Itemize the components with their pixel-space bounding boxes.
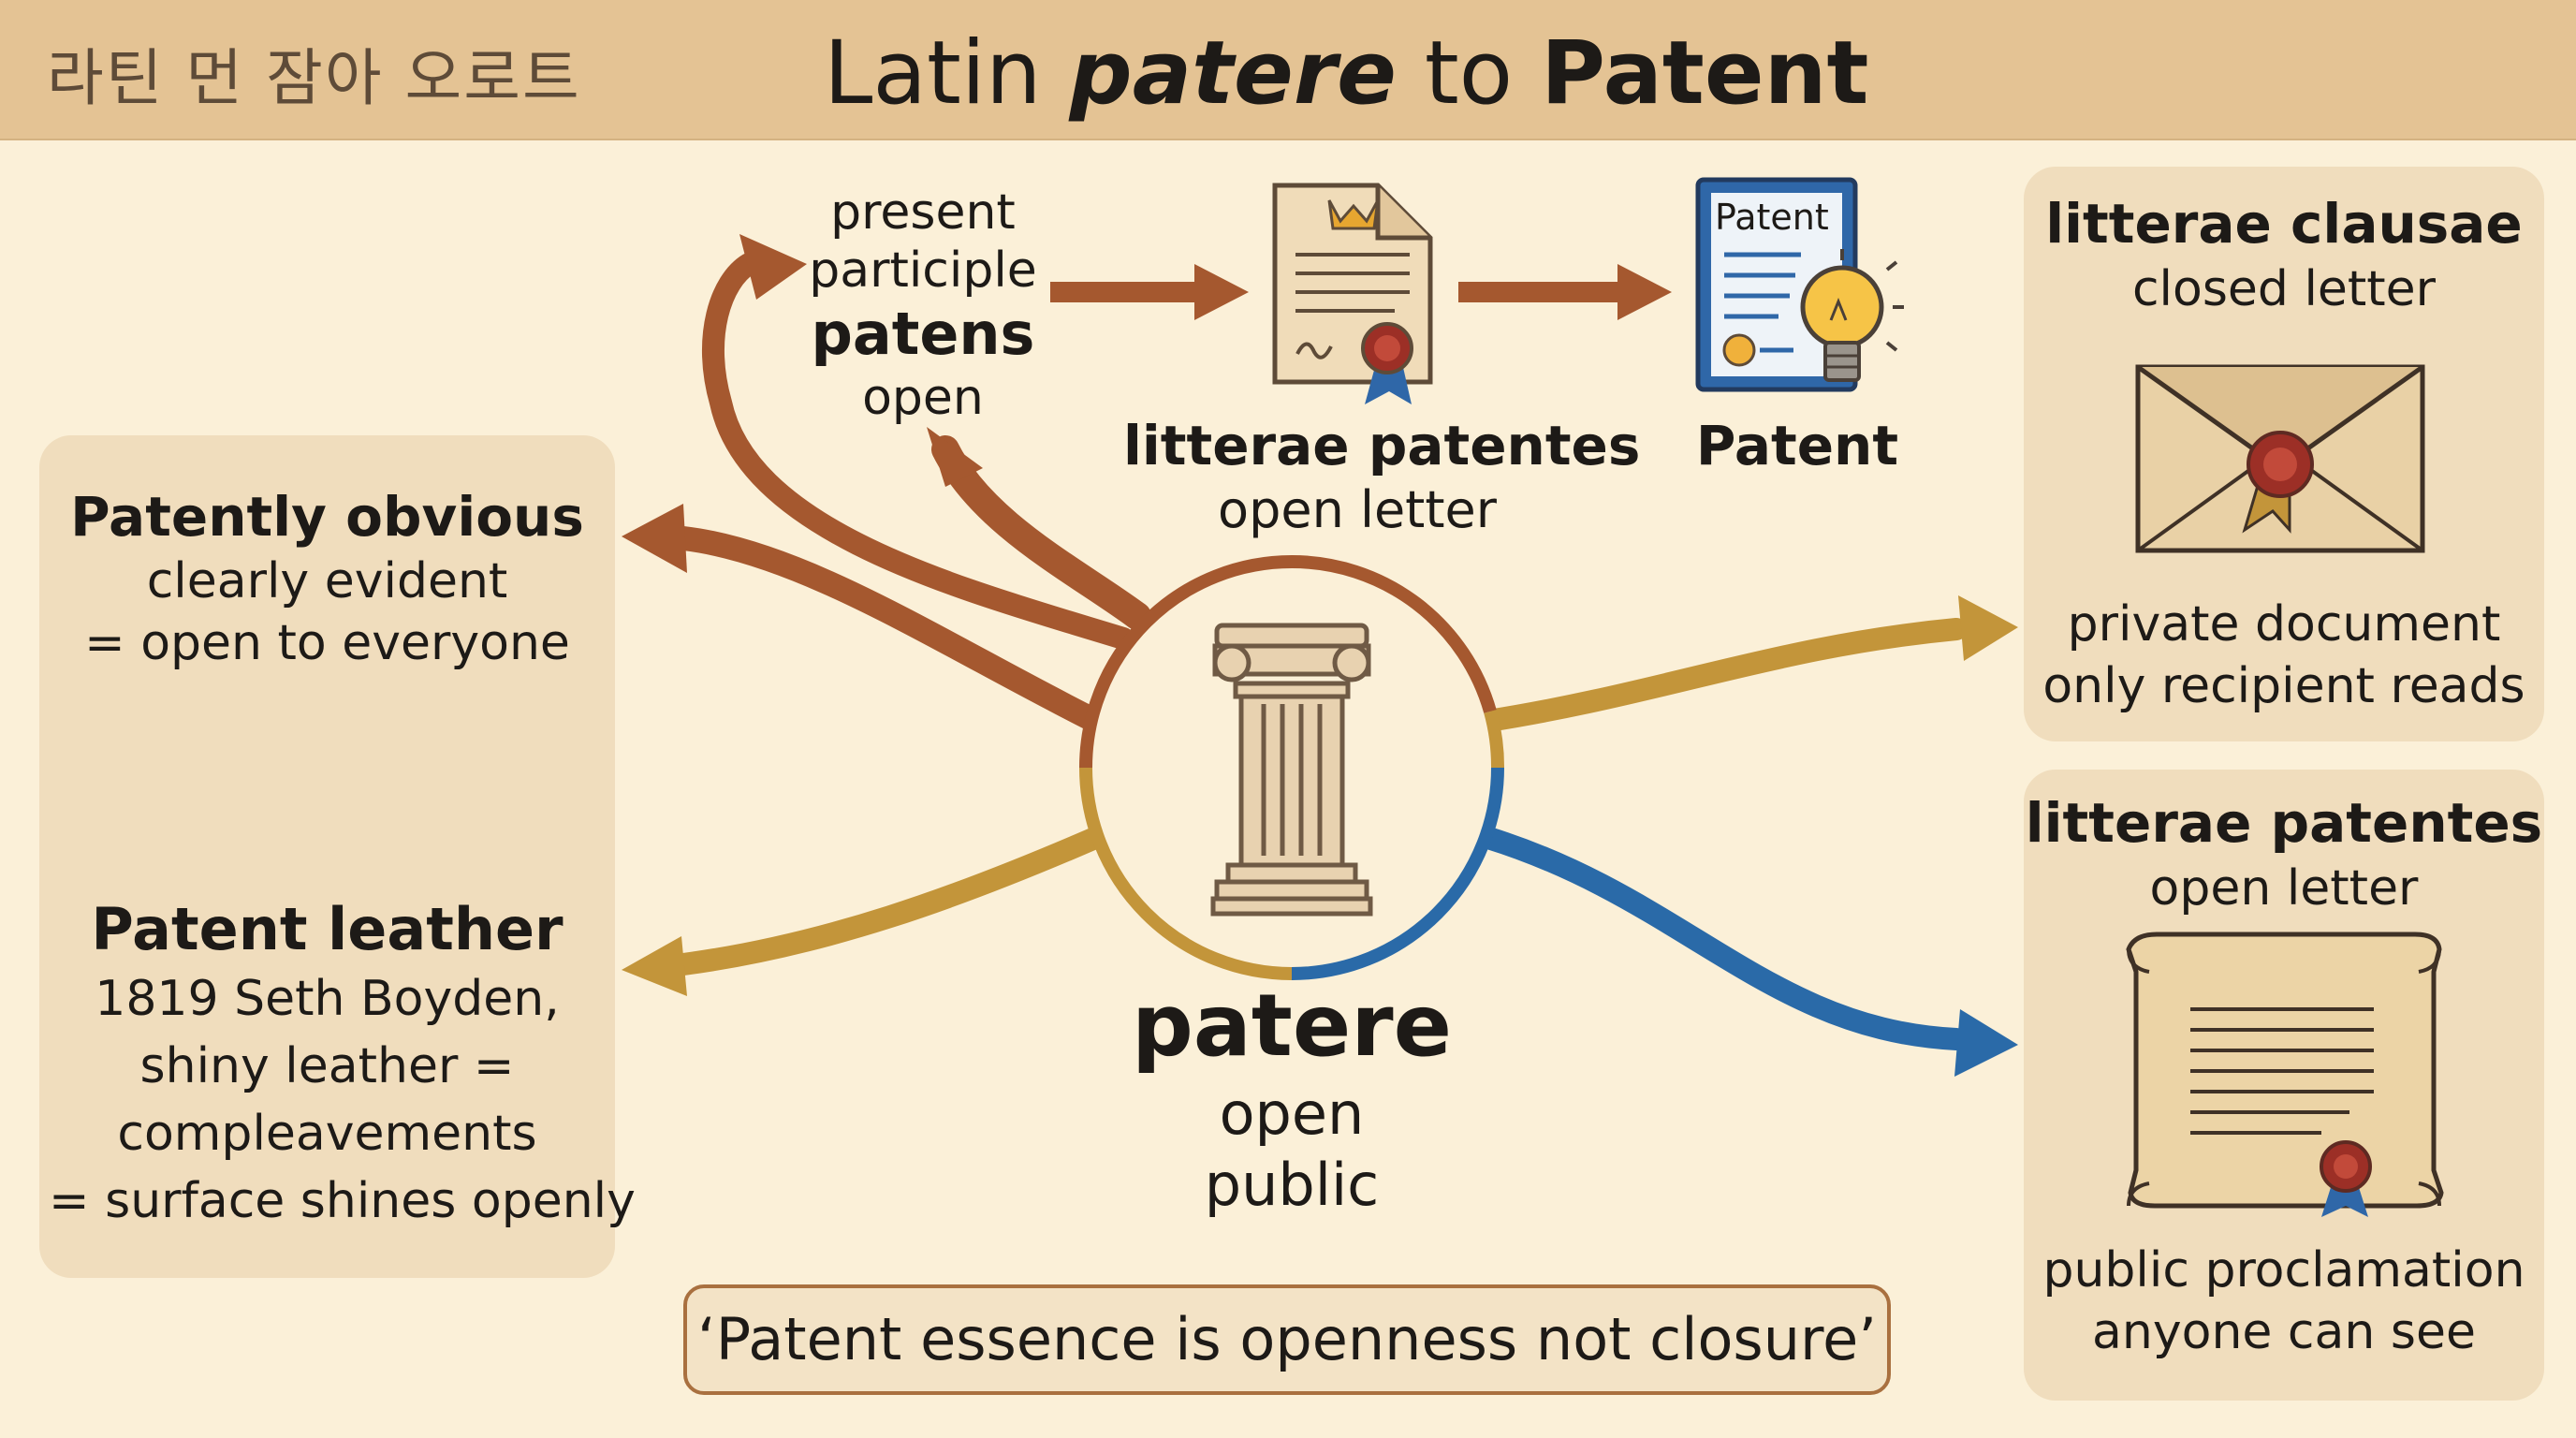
doc-meaning: open letter	[1218, 480, 1497, 539]
patentes-subtitle: open letter	[2149, 860, 2419, 917]
patentes-desc2: anyone can see	[2092, 1304, 2476, 1360]
header-bar: 라틴 먼 잠아 오로트 Latin patere to Patent	[0, 0, 2576, 140]
patentes-title: litterae patentes	[2025, 791, 2543, 855]
column-icon	[1210, 623, 1373, 917]
arrow-to-clausae	[1477, 618, 1968, 732]
doc-title: litterae patentes	[1123, 414, 1641, 477]
participle-line2: participle	[809, 242, 1037, 299]
title-em: patere	[1069, 22, 1397, 125]
obvious-block: Patently obvious clearly evident = open …	[49, 483, 606, 674]
hub-ring-brown	[1079, 554, 1497, 769]
leather-line4: = surface shines openly	[49, 1173, 636, 1229]
arrowhead-to-patent	[1617, 264, 1672, 320]
title-mid: to	[1396, 22, 1542, 125]
obvious-line1: clearly evident	[146, 553, 508, 609]
leather-line3: compleavements	[117, 1106, 537, 1162]
scroll-icon	[2126, 932, 2444, 1217]
hub-ring-gold2	[1079, 767, 1293, 980]
sealed-envelope-icon	[2135, 364, 2425, 553]
patentes-desc1: public proclamation	[2042, 1242, 2525, 1299]
participle-meaning: open	[862, 370, 984, 426]
clausae-desc: private document only recipient reads	[2024, 594, 2544, 717]
clausae-desc1: private document	[2067, 596, 2501, 653]
clausae-desc2: only recipient reads	[2042, 658, 2525, 714]
hub-word: patere	[1131, 976, 1453, 1076]
arrow-to-participle	[701, 253, 1134, 650]
quote-box: ‘Patent essence is openness not closure’	[683, 1284, 1891, 1395]
hub-label: patere open public	[1105, 974, 1479, 1221]
arrowhead-leather	[622, 936, 687, 996]
clausae-subtitle: closed letter	[2131, 261, 2437, 317]
arrowhead-obvious	[622, 504, 687, 573]
leather-line1: 1819 Seth Boyden,	[95, 971, 560, 1027]
arrow-to-patentes	[1477, 827, 1968, 1050]
leather-title: Patent leather	[91, 895, 564, 963]
obvious-line2: = open to everyone	[84, 615, 570, 671]
page-title: Latin patere to Patent	[824, 19, 1868, 129]
leather-block: Patent leather 1819 Seth Boyden, shiny l…	[49, 894, 636, 1235]
participle-label: present participle patens open	[796, 183, 1050, 427]
clausae-title: litterae clausae	[2045, 192, 2523, 256]
hub-meaning-open: open	[1219, 1079, 1365, 1148]
patent-lightbulb-icon	[1695, 177, 1904, 392]
arrowhead-patentes	[1954, 1009, 2018, 1077]
patentes-header: litterae patentes open letter	[2024, 788, 2544, 919]
leather-line2: shiny leather =	[139, 1038, 515, 1094]
obvious-title: Patently obvious	[70, 485, 584, 549]
arrowhead-participle	[739, 234, 807, 300]
title-bold: Patent	[1541, 22, 1869, 125]
hub-ring-blue	[1291, 767, 1504, 980]
patentes-desc: public proclamation anyone can see	[2024, 1240, 2544, 1363]
hub-meaning-public: public	[1204, 1151, 1380, 1219]
left-panel	[39, 435, 615, 1278]
participle-line1: present	[830, 184, 1016, 241]
certificate-icon	[1272, 183, 1433, 404]
patent-label: Patent	[1676, 412, 1919, 479]
arrowhead-to-doc	[1194, 264, 1249, 320]
arrowhead-participle-2	[927, 427, 983, 487]
participle-word: patens	[811, 300, 1035, 368]
brand-text: 라틴 먼 잠아 오로트	[47, 42, 581, 114]
clausae-header: litterae clausae closed letter	[2024, 189, 2544, 320]
hub-ring-gold	[1484, 710, 1505, 769]
title-pre: Latin	[824, 22, 1070, 125]
arrow-to-obvious	[671, 526, 1107, 733]
patent-title: Patent	[1695, 414, 1899, 477]
patent-badge-text: Patent	[1715, 197, 1829, 238]
doc-label: litterae patentes open letter	[1123, 412, 1641, 541]
arrow-to-leather	[672, 827, 1106, 976]
arrowhead-clausae	[1958, 595, 2018, 661]
